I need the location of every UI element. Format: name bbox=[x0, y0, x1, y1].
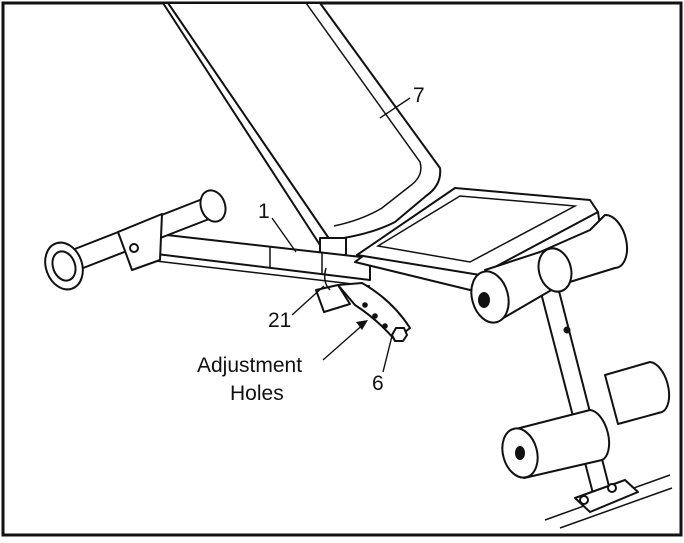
label-holes: Holes bbox=[230, 382, 284, 405]
label-adjustment: Adjustment bbox=[197, 354, 302, 377]
label-backrest-part: 7 bbox=[413, 84, 425, 107]
callout-pin: 21 bbox=[268, 285, 325, 332]
front-cross-tube bbox=[44, 189, 227, 291]
callout-bracket: 6 bbox=[372, 335, 393, 395]
adjustment-bracket bbox=[315, 267, 411, 342]
label-pin-part: 21 bbox=[268, 309, 291, 332]
callout-backrest: 7 bbox=[379, 84, 425, 119]
label-bracket-part: 6 bbox=[372, 372, 384, 395]
backrest-pad bbox=[162, 2, 442, 261]
callout-frame: 1 bbox=[258, 200, 297, 253]
lower-foam-rollers bbox=[501, 361, 671, 479]
callout-adjustment-holes: Adjustment Holes bbox=[197, 320, 368, 405]
label-frame-part: 1 bbox=[258, 200, 270, 223]
seat-assembly bbox=[354, 187, 629, 324]
